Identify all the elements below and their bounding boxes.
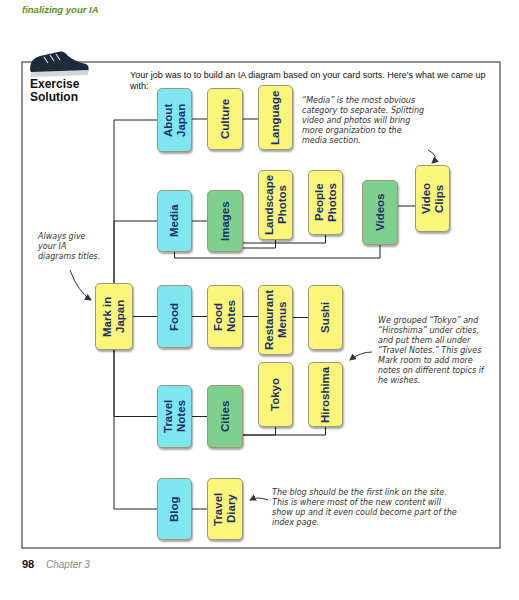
page-box: Landscape Photos xyxy=(258,170,293,240)
callout-note: Always give your IA diagrams titles. xyxy=(38,232,104,262)
leader-arrow xyxy=(428,150,435,163)
box-label: Mark in Japan xyxy=(101,287,126,346)
page-box: Food Notes xyxy=(207,285,243,348)
tree-connector xyxy=(192,316,207,317)
callout-note: “Media” is the most obvious category to … xyxy=(302,96,428,146)
box-label: Language xyxy=(269,89,282,146)
box-label: Food xyxy=(168,289,181,344)
box-label: People Photos xyxy=(313,174,338,231)
tree-connector xyxy=(114,221,157,283)
chapter-name: Chapter 3 xyxy=(46,559,146,570)
tree-connector xyxy=(293,317,308,318)
leader-arrow xyxy=(70,270,91,300)
page-box: Sushi xyxy=(308,285,343,350)
page-box: Culture xyxy=(207,88,243,150)
box-label: About Japan xyxy=(162,92,187,148)
page-box: Media xyxy=(157,190,192,252)
tree-connector xyxy=(192,221,207,222)
page-box: Blog xyxy=(157,478,192,540)
box-label: Tokyo xyxy=(269,366,282,423)
page-box: Travel Notes xyxy=(157,385,192,448)
shoe-icon xyxy=(30,52,89,78)
tree-connector xyxy=(243,427,276,435)
page-box: Cities xyxy=(207,385,243,448)
box-label: Videos xyxy=(374,184,387,241)
exercise-heading: Exercise Solution xyxy=(30,78,110,103)
box-label: Restaurant Menus xyxy=(263,289,288,351)
page-box: Restaurant Menus xyxy=(258,285,293,355)
page-box: Videos xyxy=(362,180,398,245)
tree-connector xyxy=(243,316,258,317)
page-box: Travel Diary xyxy=(207,478,243,540)
page-box: Tokyo xyxy=(258,362,293,427)
tree-connector xyxy=(133,316,157,317)
tree-connector xyxy=(114,120,157,283)
box-label: Video Clips xyxy=(420,169,445,228)
box-label: Sushi xyxy=(319,289,332,346)
tree-connector xyxy=(398,206,415,207)
box-label: Culture xyxy=(219,92,232,146)
tree-connector xyxy=(114,350,157,417)
page-box: Language xyxy=(258,85,293,150)
page-box: Food xyxy=(157,285,192,348)
tree-connector xyxy=(243,427,326,435)
box-label: Food Notes xyxy=(212,289,237,344)
box-label: Blog xyxy=(168,482,181,536)
box-label: Hiroshima xyxy=(319,366,332,423)
box-label: Media xyxy=(168,194,181,248)
box-label: Travel Diary xyxy=(212,482,237,536)
exercise-frame xyxy=(22,62,500,548)
tree-connector xyxy=(114,350,157,509)
callout-note: We grouped “Tokyo” and “Hiroshima” under… xyxy=(378,316,496,386)
running-header: finalizing your IA xyxy=(22,4,222,15)
box-label: Images xyxy=(219,194,232,248)
tree-connector xyxy=(175,245,381,258)
box-label: Travel Notes xyxy=(162,389,187,444)
leader-arrow xyxy=(350,352,372,360)
box-label: Cities xyxy=(219,389,232,444)
tree-connector xyxy=(243,240,276,248)
tree-connector xyxy=(192,416,207,417)
page-number: 98 xyxy=(22,558,44,570)
page-box: People Photos xyxy=(308,170,343,235)
box-label: Landscape Photos xyxy=(263,174,288,236)
page-box: Images xyxy=(207,190,243,252)
leader-arrow xyxy=(250,498,268,500)
page-box: Hiroshima xyxy=(308,362,343,427)
page-box: About Japan xyxy=(157,88,192,152)
tree-connector xyxy=(192,119,207,120)
tree-connector xyxy=(192,509,207,510)
tree-connector xyxy=(243,119,258,120)
page-box: Video Clips xyxy=(415,165,450,232)
callout-note: The blog should be the first link on the… xyxy=(272,488,464,528)
page-box: Mark in Japan xyxy=(95,283,133,350)
